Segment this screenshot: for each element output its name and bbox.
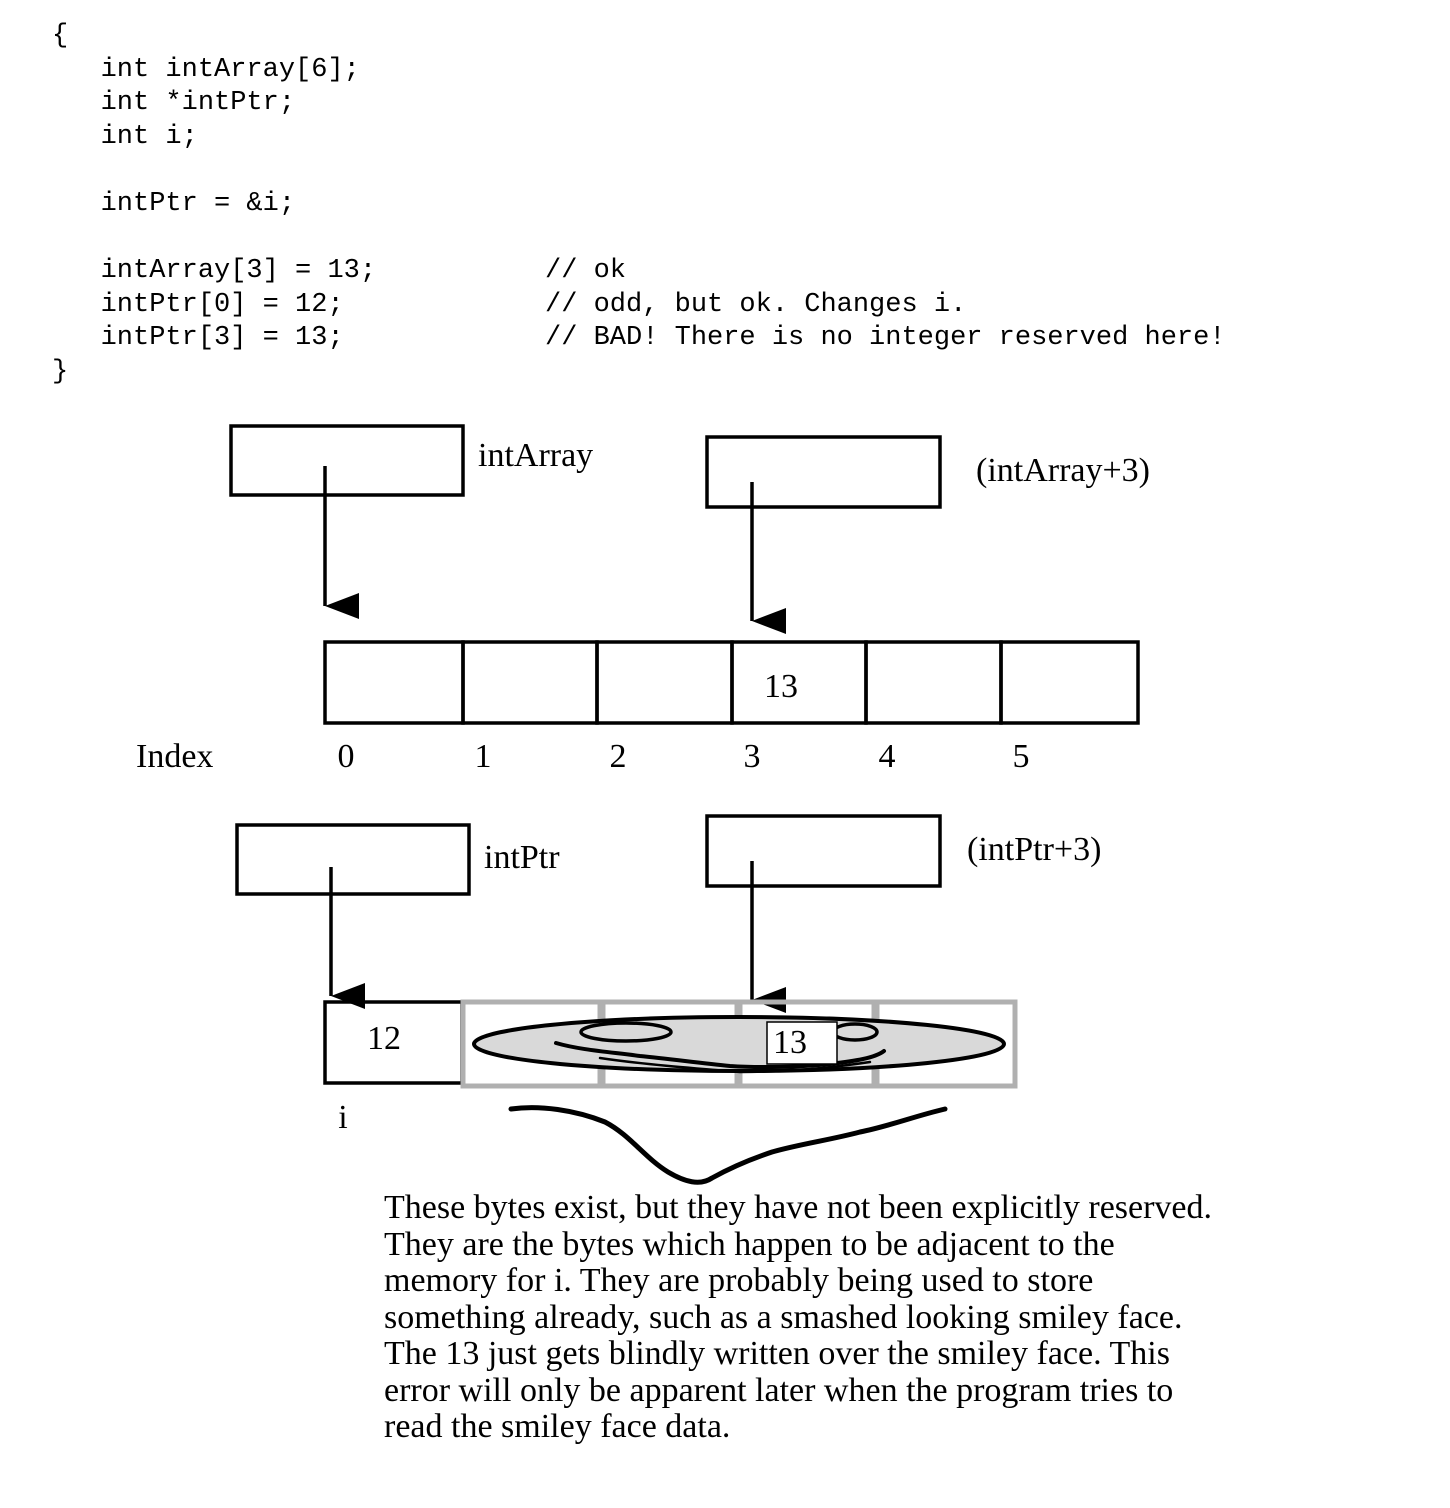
code-line-9: intPtr[3] = 13; // BAD! There is no integ… [52, 322, 1226, 356]
array-cell-2 [595, 640, 734, 725]
intPtr-pointer-box [235, 823, 471, 896]
index-5: 5 [1013, 738, 1030, 775]
code-line-1: int intArray[6]; [52, 54, 376, 88]
index-4: 4 [879, 738, 896, 775]
array-cell-3 [730, 640, 868, 725]
smiley-mouth [554, 1041, 886, 1070]
code-comment: // BAD! There is no integer reserved her… [545, 323, 1226, 354]
index-0: 0 [338, 738, 355, 775]
code-comment: // odd, but ok. Changes i. [545, 289, 967, 320]
explanation-caption: These bytes exist, but they have not bee… [384, 1189, 1304, 1446]
smiley-mouth-scribble [598, 1056, 872, 1074]
intPtr-plus3-pointer-box [705, 814, 942, 888]
caption-line-2: memory for i. They are probably being us… [384, 1262, 1094, 1299]
smiley-left-eye [579, 1021, 673, 1043]
code-line-0: { [52, 20, 376, 54]
smiley-face-outline [472, 1015, 1006, 1073]
code-line-3: int i; [52, 121, 376, 155]
intArray-pointer-box [229, 424, 465, 497]
code-comment: // ok [545, 256, 627, 287]
caption-line-0: These bytes exist, but they have not bee… [384, 1189, 1213, 1226]
overwrite-box [766, 1021, 838, 1065]
caption-line-3: something already, such as a smashed loo… [384, 1298, 1183, 1336]
smashed-smiley-face [472, 1015, 1006, 1074]
index-3: 3 [744, 738, 761, 775]
code-line-10: } [52, 356, 376, 390]
array-cell-value-3: 13 [764, 668, 798, 705]
caption-line-5: error will only be apparent later when t… [384, 1371, 1174, 1409]
index-label: Index [136, 738, 213, 775]
code-listing: { int intArray[6]; int *intPtr; int i; i… [52, 20, 1226, 390]
code-statement: int *intPtr; [52, 88, 296, 119]
unreserved-brace [508, 1105, 948, 1185]
code-line-5: intPtr = &i; [52, 188, 376, 222]
array-cell-1 [461, 640, 599, 725]
code-statement: intArray[3] = 13; [52, 256, 377, 287]
code-line-2: int *intPtr; [52, 87, 376, 121]
intArray-plus3-pointer-box [705, 435, 942, 509]
index-1: 1 [475, 738, 492, 775]
code-statement: { [52, 21, 69, 51]
code-statement: int intArray[6]; [52, 54, 360, 85]
intPtr-plus3-label: (intPtr+3) [967, 831, 1101, 868]
caption-line-4: The 13 just gets blindly written over th… [384, 1335, 1170, 1372]
i-cell-value: 12 [367, 1020, 401, 1057]
int-array: 13 [323, 640, 1140, 725]
array-cell-5 [999, 640, 1140, 725]
code-statement: intPtr[0] = 12; [52, 289, 344, 320]
intArray-plus3-label: (intArray+3) [976, 452, 1150, 489]
code-statement: int i; [52, 121, 198, 152]
code-statement: intPtr = &i; [52, 188, 296, 219]
array-cell-4 [864, 640, 1003, 725]
caption-line-6: read the smiley face data. [384, 1408, 731, 1445]
array-cell-0 [323, 640, 465, 725]
i-label: i [338, 1099, 347, 1136]
code-line-8: intPtr[0] = 12; // odd, but ok. Changes i… [52, 289, 967, 323]
caption-line-1: They are the bytes which happen to be ad… [384, 1225, 1115, 1263]
code-line-7: intArray[3] = 13; // ok [52, 255, 626, 289]
intArray-label: intArray [478, 437, 593, 474]
code-statement: intPtr[3] = 13; [52, 323, 344, 354]
index-2: 2 [610, 738, 627, 775]
code-statement: } [52, 356, 69, 387]
intPtr-label: intPtr [484, 839, 560, 876]
overwrite-value: 13 [773, 1024, 807, 1061]
